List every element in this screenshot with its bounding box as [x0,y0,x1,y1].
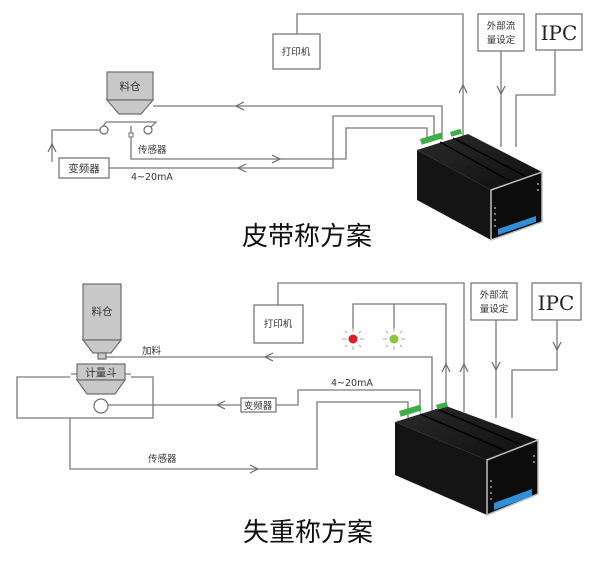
weigh-hopper-label: 计量斗 [85,366,117,379]
sensor-label: 传感器 [138,144,167,156]
feed-wire [106,356,433,412]
loss-in-weight-diagram: 打印机 外部流 量设定 IPC [16,282,582,548]
vfd-box: 变频器 [58,157,110,179]
silo: 料仓 [105,71,155,115]
arrow-right-icon [249,464,260,474]
terminal-block [399,404,422,417]
arrow-left-icon [234,101,245,111]
sensor-wire [130,127,428,160]
printer-wire [277,282,465,412]
vfd-signal-wire [276,389,421,412]
silo: 料仓 [81,283,123,360]
ipc-wire [511,320,558,418]
weighing-controller-device [395,401,539,517]
load-cell-frame [16,376,154,419]
arrow-down-icon [552,341,562,352]
ipc-label: IPC [541,21,578,45]
external-flow-label-1: 外部流 [480,289,509,301]
terminal-block [450,128,462,137]
terminal-block [420,132,443,145]
printer-wire [296,13,464,142]
weighing-controller-device [417,128,543,242]
keypad [498,216,536,235]
vfd-to-belt-wire [51,129,100,162]
terminal-block [436,401,448,410]
belt-conveyor [99,121,158,138]
vfd-label: 变频器 [244,400,273,412]
arrow-left-icon [263,352,274,362]
red-indicator-light [342,328,364,350]
current-signal-label: 4~20mA [131,172,173,183]
loss-in-weight-title: 失重称方案 [243,518,373,548]
arrow-up-icon [459,362,469,373]
current-signal-label: 4~20mA [331,378,373,389]
arrow-up-icon [458,83,468,94]
printer-label: 打印机 [264,318,293,330]
keypad [494,489,532,510]
green-indicator-light [383,328,405,350]
external-flow-box: 外部流 量设定 [477,13,525,52]
sensor-wire [69,401,409,470]
arrow-up-icon [441,362,451,373]
external-flow-box: 外部流 量设定 [470,282,518,321]
ipc-box: IPC [535,13,583,51]
printer-label: 打印机 [282,46,311,58]
silo-label: 料仓 [92,305,113,318]
ipc-label: IPC [538,291,575,315]
silo-label: 料仓 [120,80,141,93]
arrow-left-icon [236,163,247,173]
printer-box: 打印机 [272,33,321,70]
printer-box: 打印机 [253,304,304,344]
vfd-signal-wire [109,115,435,169]
feed-label: 加料 [142,345,162,357]
weigh-hopper: 计量斗 [71,363,131,414]
arrow-left-icon [215,400,226,410]
arrow-down-icon [496,85,506,96]
sensor-label: 传感器 [148,453,177,465]
arrow-right-icon [271,154,282,164]
external-flow-label-2: 量设定 [487,34,516,46]
external-flow-label-2: 量设定 [480,303,509,315]
belt-scale-diagram: 打印机 外部流 量设定 IPC 料仓 [47,13,583,252]
external-flow-label-1: 外部流 [487,20,516,32]
belt-scale-title: 皮带称方案 [242,222,372,252]
vfd-box: 变频器 [240,397,277,413]
ipc-box: IPC [531,282,582,321]
vfd-label: 变频器 [68,162,100,175]
ipc-wire [515,50,556,147]
arrow-up-icon [47,142,57,153]
light-wire [352,303,447,412]
feed-control-wire [153,105,443,140]
arrow-down-icon [491,361,501,372]
